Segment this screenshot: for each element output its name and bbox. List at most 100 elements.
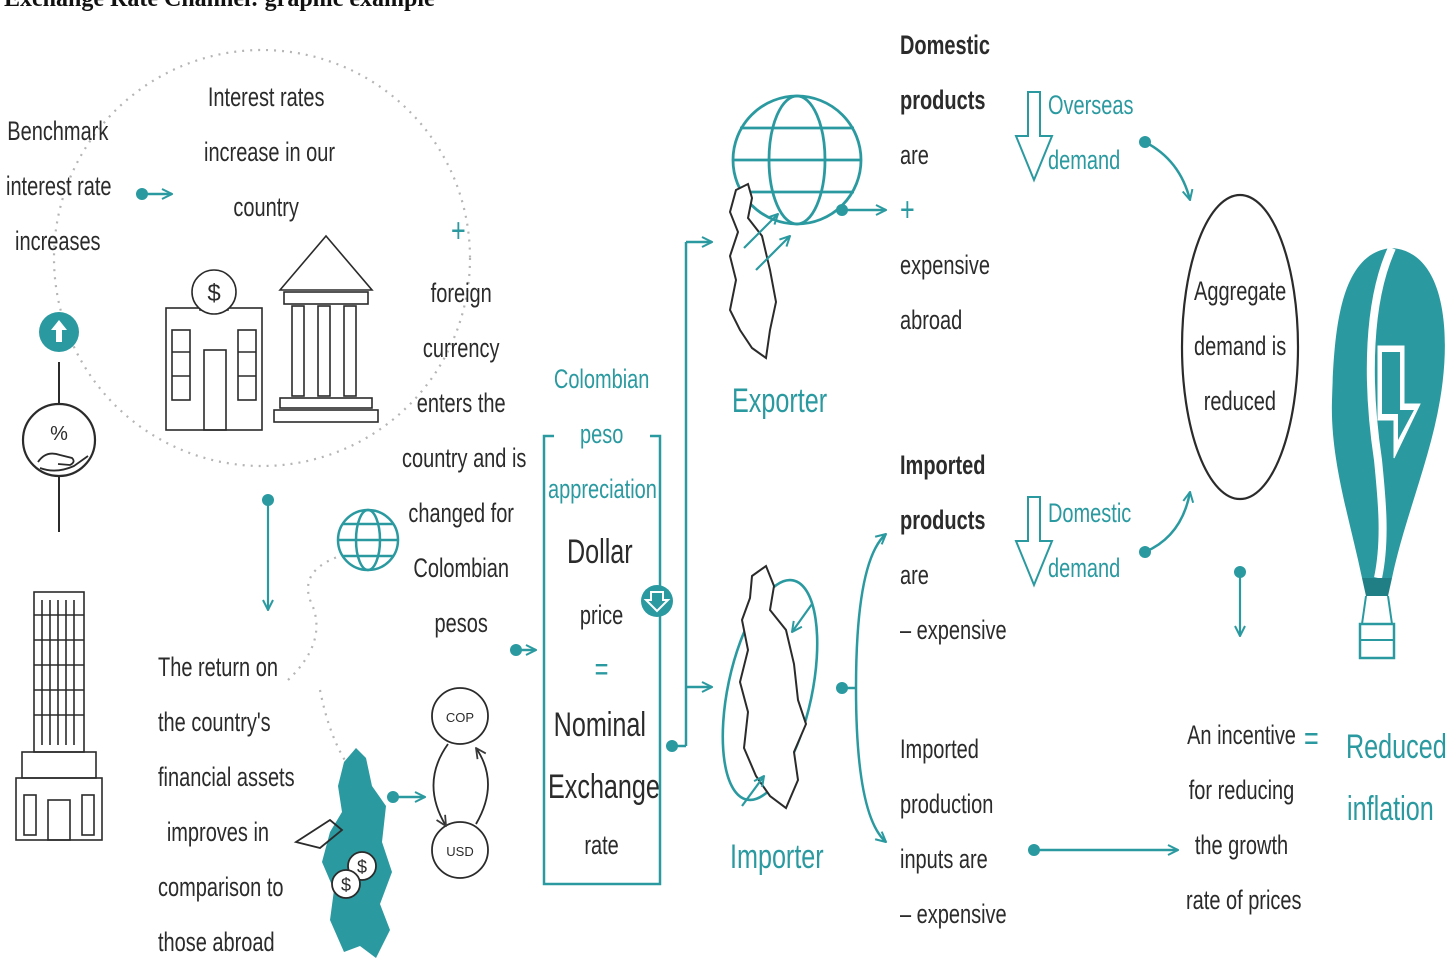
aggregate-demand-text: Aggregate demand is reduced xyxy=(1194,264,1286,429)
rate-text: rate xyxy=(552,818,651,873)
aggregate-line: reduced xyxy=(1203,386,1276,416)
incentive-text: An incentive for reducing the growth rat… xyxy=(1186,708,1302,928)
benchmark-line: interest rate xyxy=(6,171,112,201)
branch-box-to-exporter-importer xyxy=(666,242,712,752)
returns-text: The return on the country's financial as… xyxy=(158,640,295,970)
aggregate-line: demand is xyxy=(1194,331,1287,361)
imported-inputs-text: Imported production inputs are – expensi… xyxy=(900,722,1007,942)
arrow-benchmark-to-interest xyxy=(136,188,172,200)
price-text: price xyxy=(552,588,651,643)
incentive-line: An incentive xyxy=(1187,720,1296,750)
interest-line: country xyxy=(233,192,299,222)
benchmark-line: Benchmark xyxy=(7,116,109,146)
reduced-inflation-text: Reduced inflation xyxy=(1346,716,1447,840)
box-line: Dollar xyxy=(566,533,633,571)
importer-colombia-map-icon xyxy=(721,564,819,810)
equals-reduced: = xyxy=(1304,720,1319,758)
arrow-foreign-to-box xyxy=(510,644,536,656)
foreign-line: pesos xyxy=(434,608,488,638)
domestic-line: products xyxy=(900,85,986,115)
benchmark-line: increases xyxy=(15,226,101,256)
returns-line: those abroad xyxy=(158,927,275,957)
foreign-line: enters the xyxy=(416,388,506,418)
imported-line: – expensive xyxy=(900,615,1007,645)
svg-text:$: $ xyxy=(207,280,220,307)
arrow-exporter-to-domestic xyxy=(836,204,886,216)
domestic-plus: + xyxy=(900,191,915,229)
box-heading-line: Colombian xyxy=(553,364,650,394)
inputs-line: Imported xyxy=(900,734,979,764)
arrow-inputs-to-incentive xyxy=(1028,844,1178,856)
interest-dotted-circle xyxy=(52,48,472,468)
reduced-line: inflation xyxy=(1347,790,1434,828)
foreign-line: currency xyxy=(422,333,500,363)
office-building-icon xyxy=(15,591,103,841)
foreign-line: foreign xyxy=(430,278,492,308)
hot-air-balloon-icon xyxy=(1331,246,1445,660)
peso-appreciation-heading: Colombian peso appreciation xyxy=(548,352,657,517)
exchange-rate-box xyxy=(542,434,673,886)
incentive-line: the growth xyxy=(1194,830,1289,860)
overseas-demand-text: Overseas demand xyxy=(1048,78,1134,188)
globe-dotted-link xyxy=(287,554,341,681)
currency-exchange-icon xyxy=(431,687,489,879)
foreign-line: country and is xyxy=(402,443,527,473)
imported-line: Imported xyxy=(900,450,986,480)
colombia-map-teal-icon: $ $ xyxy=(293,748,392,958)
incentive-line: for reducing xyxy=(1188,775,1295,805)
imported-line: products xyxy=(900,505,986,535)
box-line: rate xyxy=(584,830,619,860)
incentive-line: rate of prices xyxy=(1186,885,1302,915)
interest-line: increase in our xyxy=(204,137,336,167)
returns-line: improves in xyxy=(166,817,269,847)
returns-line: The return on xyxy=(158,652,278,682)
inputs-line: inputs are xyxy=(900,844,988,874)
domestic-down-arrow-icon xyxy=(1014,496,1054,588)
exporter-colombia-map-icon xyxy=(728,182,790,360)
foreign-line: changed for xyxy=(408,498,514,528)
domestic-demand-text: Domestic demand xyxy=(1048,486,1131,596)
foreign-line: Colombian xyxy=(413,553,509,583)
overseas-line: Overseas xyxy=(1048,90,1134,120)
box-line: Nominal xyxy=(553,706,646,744)
exporter-globe-icon xyxy=(731,94,863,226)
returns-line: the country's xyxy=(158,707,271,737)
exporter-label: Exporter xyxy=(732,382,828,420)
percent-hand-icon: % xyxy=(21,312,97,532)
box-heading-line: peso xyxy=(579,419,624,449)
interest-rates-text: Interest rates increase in our country xyxy=(204,70,336,235)
page-title: Exchange Rate Channel: graphic example xyxy=(4,0,435,13)
cop-coin-label: COP xyxy=(446,710,474,725)
arrow-domestic-to-aggregate xyxy=(1139,492,1190,558)
dollar-price-text: Dollar xyxy=(548,522,652,582)
usd-coin-label: USD xyxy=(446,844,473,859)
inputs-line: production xyxy=(900,789,994,819)
domestic-line: Domestic xyxy=(900,30,990,60)
small-globe-icon xyxy=(336,508,400,572)
imported-line: are xyxy=(900,560,929,590)
arrow-colombia-to-exchange xyxy=(387,791,425,803)
bank-buildings-icon: $ xyxy=(165,234,379,431)
equals-sign: = xyxy=(594,651,609,687)
aggregate-line: Aggregate xyxy=(1194,276,1287,306)
nominal-exchange-text: Nominal Exchange xyxy=(548,694,660,818)
domestic-line: are xyxy=(900,140,929,170)
reduced-line: Reduced xyxy=(1346,728,1447,766)
svg-text:%: % xyxy=(50,423,68,445)
box-line: price xyxy=(579,600,624,630)
importer-label: Importer xyxy=(730,838,824,876)
colombia-dotted-link xyxy=(318,689,351,769)
arrow-overseas-to-aggregate xyxy=(1139,136,1190,200)
domestic-products-text: Domestic products are + expensive abroad xyxy=(900,18,990,348)
interest-line: Interest rates xyxy=(207,82,325,112)
domestic-line: expensive xyxy=(900,250,990,280)
domestic-demand-line: Domestic xyxy=(1048,498,1132,528)
foreign-currency-text: foreign currency enters the country and … xyxy=(402,266,527,651)
arrow-importer-to-products xyxy=(836,534,886,842)
domestic-demand-line: demand xyxy=(1048,553,1121,583)
benchmark-text: Benchmark interest rate increases xyxy=(6,104,112,269)
overseas-down-arrow-icon xyxy=(1014,91,1054,183)
returns-line: comparison to xyxy=(158,872,284,902)
